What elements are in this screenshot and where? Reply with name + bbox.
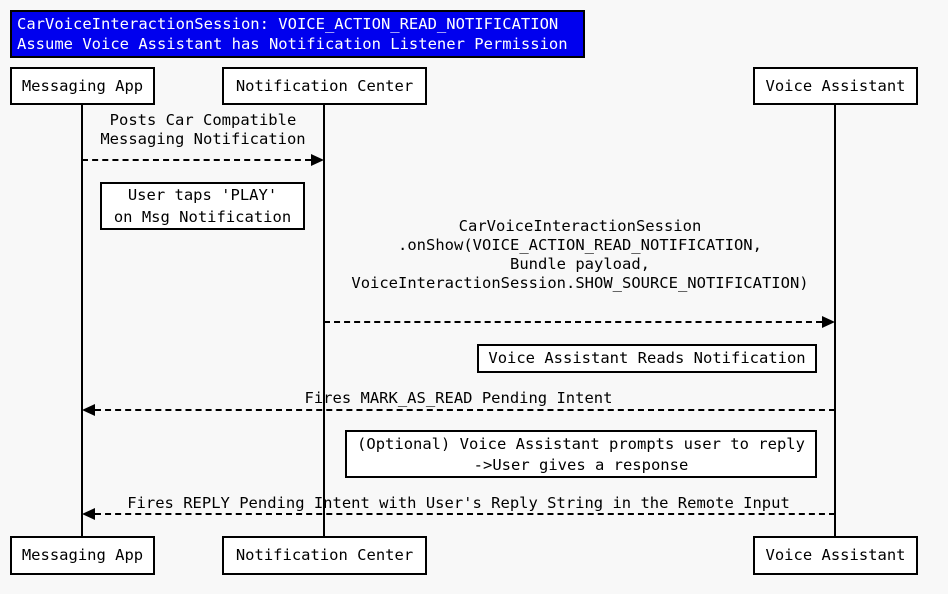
message-line-mark-as-read xyxy=(95,409,835,411)
arrowhead-right-icon xyxy=(822,316,835,328)
actor-top-voice-assistant: Voice Assistant xyxy=(753,67,918,105)
actor-top-messaging-app: Messaging App xyxy=(10,67,155,105)
lifeline-notification-center xyxy=(323,105,325,536)
message-line-posts-notification xyxy=(82,159,311,161)
note-optional-prompt-reply: (Optional) Voice Assistant prompts user … xyxy=(345,430,817,478)
diagram-title: CarVoiceInteractionSession: VOICE_ACTION… xyxy=(10,10,585,58)
actor-bottom-messaging-app: Messaging App xyxy=(10,536,155,575)
arrowhead-right-icon xyxy=(311,154,324,166)
actor-bottom-notification-center: Notification Center xyxy=(222,536,427,575)
note-user-taps-play: User taps 'PLAY' on Msg Notification xyxy=(100,182,305,230)
message-label-reply-intent: Fires REPLY Pending Intent with User's R… xyxy=(127,494,790,512)
actor-bottom-voice-assistant: Voice Assistant xyxy=(753,536,918,575)
actor-top-notification-center: Notification Center xyxy=(222,67,427,105)
message-line-onshow xyxy=(324,321,822,323)
message-line-reply-intent xyxy=(95,513,835,515)
arrowhead-left-icon xyxy=(82,508,95,520)
lifeline-voice-assistant xyxy=(834,105,836,536)
message-label-posts-notification: Posts Car Compatible Messaging Notificat… xyxy=(100,111,306,148)
lifeline-messaging-app xyxy=(81,105,83,536)
message-label-onshow: CarVoiceInteractionSession .onShow(VOICE… xyxy=(351,217,809,292)
arrowhead-left-icon xyxy=(82,404,95,416)
note-voice-assistant-reads: Voice Assistant Reads Notification xyxy=(477,344,817,373)
message-label-mark-as-read: Fires MARK_AS_READ Pending Intent xyxy=(304,389,613,407)
